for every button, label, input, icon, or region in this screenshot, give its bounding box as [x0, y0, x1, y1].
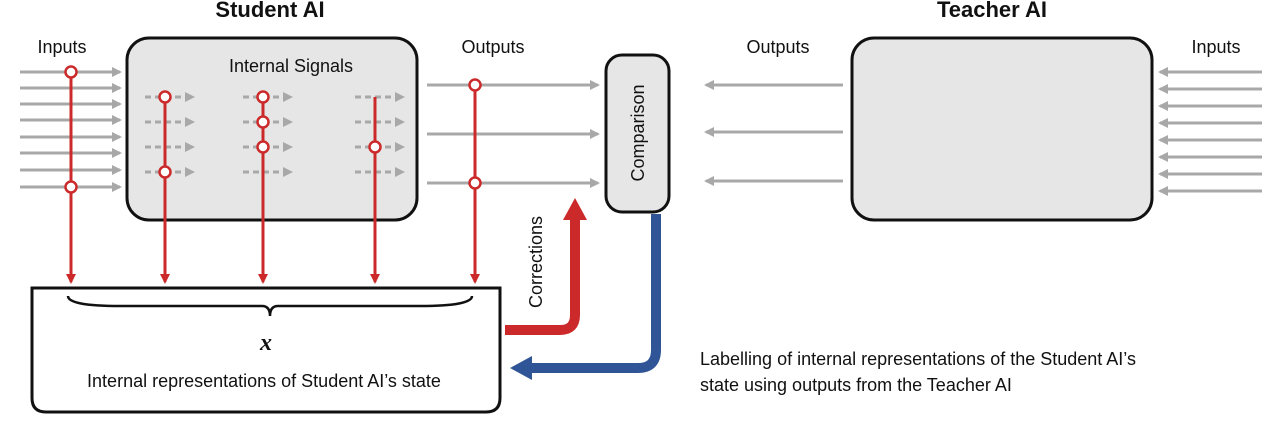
probe-taps [64, 65, 482, 194]
state-representations-box [30, 286, 502, 414]
student-inputs-label: Inputs [37, 37, 86, 57]
teacher-ai-box [850, 36, 1154, 222]
teacher-outputs-label: Outputs [746, 37, 809, 57]
state-brace [66, 295, 474, 317]
student-ai-title: Student AI [215, 0, 324, 22]
labelling-arrow [510, 214, 661, 380]
teacher-inputs-label: Inputs [1191, 37, 1240, 57]
teacher-ai-title: Teacher AI [937, 0, 1047, 22]
probe-lines [66, 72, 480, 284]
corrections-arrow [505, 198, 587, 335]
internal-signals-label: Internal Signals [229, 56, 353, 76]
student-ai-box [125, 36, 419, 222]
student-output-arrows [427, 80, 600, 188]
teacher-output-arrows [704, 80, 843, 186]
state-box-label: Internal representations of Student AI’s… [87, 371, 441, 391]
comparison-box [604, 53, 671, 214]
caption-line-1: Labelling of internal representations of… [700, 349, 1136, 369]
caption-line-2: state using outputs from the Teacher AI [700, 375, 1012, 395]
comparison-label: Comparison [628, 84, 648, 181]
corrections-label: Corrections [526, 216, 546, 308]
state-variable-x: x [259, 330, 272, 356]
teacher-input-arrows [1158, 67, 1262, 196]
student-outputs-label: Outputs [461, 37, 524, 57]
